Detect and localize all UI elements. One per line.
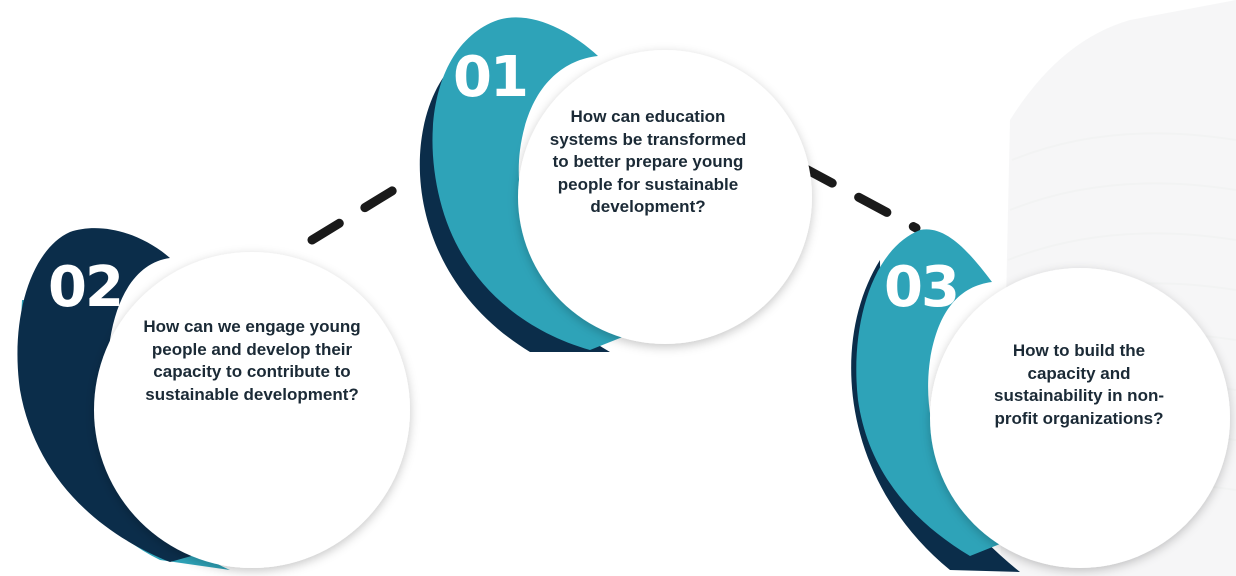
step-03-navy-tail xyxy=(851,260,1020,572)
step-01-question: How can education systems be transformed… xyxy=(549,107,747,216)
step-03-shape: 03 xyxy=(851,229,1230,572)
step-03-circle xyxy=(930,268,1230,568)
step-02-navy-drop xyxy=(17,228,220,562)
step-01-number: 01 xyxy=(453,45,527,110)
step-01-shape: 01 xyxy=(419,17,812,352)
step-02-circle xyxy=(94,252,410,568)
step-03-question: How to build the capacity and sustainabi… xyxy=(993,341,1164,428)
step-02-question: How can we engage young people and devel… xyxy=(143,317,361,404)
step-03-number: 03 xyxy=(884,255,958,320)
step-02-shape: 02 xyxy=(17,228,410,570)
step-01-teal-drop xyxy=(432,17,640,351)
step-01-circle xyxy=(518,50,812,344)
connector-01-03 xyxy=(799,163,921,233)
step-03-teal-drop xyxy=(856,229,1010,556)
connector-02-01 xyxy=(307,175,415,245)
step-02-number: 02 xyxy=(48,255,122,320)
